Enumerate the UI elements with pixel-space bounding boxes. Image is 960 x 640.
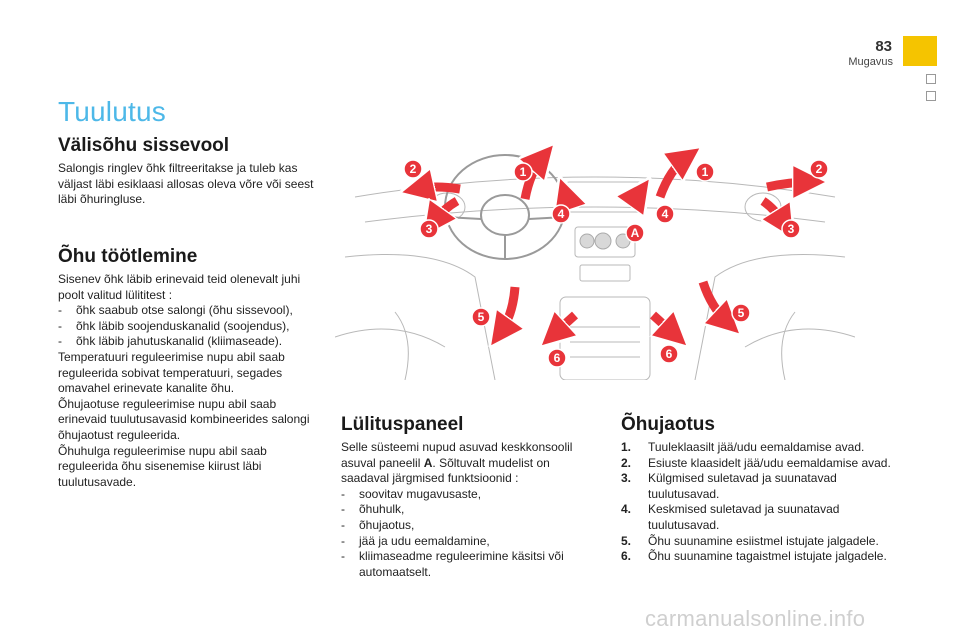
heading-control-panel: Lülituspaneel	[341, 414, 464, 435]
item-number: 1.	[621, 440, 632, 454]
item-text: Tuuleklaasilt jää/udu eemaldamise avad.	[648, 440, 865, 454]
marker-label: 3	[788, 222, 795, 236]
item-number: 5.	[621, 533, 632, 548]
air-distribution-text: 1. Tuuleklaasilt jää/udu eemaldamise avad…	[621, 440, 891, 565]
marker-4-right: 4	[655, 204, 675, 224]
air-treatment-text: Sisenev õhk läbib erinevaid teid oleneva…	[58, 272, 324, 490]
item-text: Külgmised suletavad ja suunatavad tuulut…	[648, 471, 837, 501]
intro-text-cont: . Sõltuvalt mudelist on saadaval järgmis…	[341, 455, 550, 486]
marker-label: 5	[478, 310, 485, 324]
steering-wheel	[444, 154, 566, 260]
intro-text: Selle süsteemi nupud asuvad keskkonsooli…	[341, 440, 573, 470]
air-distribution-list: 1. Tuuleklaasilt jää/udu eemaldamise avad…	[621, 440, 891, 565]
item-text: Esiuste klaasidelt jää/udu eemaldamise a…	[648, 455, 891, 470]
marker-1-left: 1	[513, 162, 533, 182]
heading-outside-air: Välisõhu sissevool	[58, 135, 230, 156]
marker-label: 6	[554, 351, 561, 365]
list-item: soovitav mugavusaste,	[341, 487, 591, 503]
list-item: õhujaotus,	[341, 518, 591, 534]
item-text: Õhu suunamine esiistmel istujate jalgade…	[648, 533, 879, 548]
item-number: 4.	[621, 502, 632, 517]
heading-air-distribution: Õhujaotus	[621, 414, 715, 435]
marker-5-left: 5	[471, 307, 491, 327]
marker-a: A	[625, 223, 645, 243]
list-item: õhk läbib soojenduskanalid (soojendus),	[58, 319, 324, 335]
airflow-paragraph: Õhuhulga reguleerimise nupu abil saab re…	[58, 443, 267, 489]
section-tab	[903, 36, 937, 66]
marker-label: 3	[426, 222, 433, 236]
illustration-markers: 1 1 2 2 3 3 4 4 5 5 6 6 A	[403, 159, 829, 368]
watermark: carmanualsonline.info	[645, 606, 866, 631]
marker-label: 2	[816, 162, 823, 176]
list-item: õhuhulk,	[341, 502, 591, 518]
air-treatment-list: õhk saabub otse salongi (õhu sissevool),…	[58, 303, 324, 350]
marker-4-left: 4	[551, 204, 571, 224]
list-item: 4. Keskmised suletavad ja suunatavad tuul…	[621, 502, 891, 533]
marker-6-left: 6	[547, 348, 567, 368]
section-tab-box-1	[926, 74, 936, 84]
outside-air-paragraph: Salongis ringlev õhk filtreeritakse ja t…	[58, 161, 314, 207]
marker-3-right: 3	[781, 219, 801, 239]
marker-2-left: 2	[403, 159, 423, 179]
item-number: 6.	[621, 549, 632, 564]
marker-label: 1	[520, 165, 527, 179]
control-panel-list: soovitav mugavusaste, õhuhulk, õhujaotus…	[341, 487, 591, 581]
marker-label: 5	[738, 306, 745, 320]
temperature-paragraph: Temperatuuri reguleerimise nupu abil saa…	[58, 349, 285, 396]
list-item: jää ja udu eemaldamine,	[341, 534, 591, 550]
page-number: 83	[875, 38, 892, 55]
marker-3-left: 3	[419, 219, 439, 239]
list-item: õhk läbib jahutuskanalid (kliimaseade).	[58, 334, 324, 350]
item-number: 3.	[621, 471, 632, 486]
marker-label: 4	[662, 207, 669, 221]
dashboard-ventilation-illustration: 1 1 2 2 3 3 4 4 5 5 6 6 A	[335, 137, 855, 380]
marker-label: 6	[666, 347, 673, 361]
marker-1-right: 1	[695, 162, 715, 182]
page-title: Tuulutus	[58, 96, 166, 127]
list-item: 1. Tuuleklaasilt jää/udu eemaldamise avad…	[621, 440, 891, 456]
control-panel-intro: Selle süsteemi nupud asuvad keskkonsooli…	[341, 440, 591, 487]
list-item: 5. Õhu suunamine esiistmel istujate jalga…	[621, 534, 891, 550]
marker-5-right: 5	[731, 303, 751, 323]
air-treatment-intro: Sisenev õhk läbib erinevaid teid oleneva…	[58, 272, 301, 302]
list-item: 3. Külgmised suletavad ja suunatavad tuul…	[621, 471, 891, 502]
marker-label: 1	[702, 165, 709, 179]
list-item: õhk saabub otse salongi (õhu sissevool),	[58, 303, 324, 319]
list-item: 2. Esiuste klaasidelt jää/udu eemaldamise…	[621, 456, 891, 472]
section-tab-box-2	[926, 91, 936, 101]
distribution-paragraph: Õhujaotuse reguleerimise nupu abil saab …	[58, 396, 310, 442]
heading-air-treatment: Õhu töötlemine	[58, 246, 198, 267]
outside-air-text: Salongis ringlev õhk filtreeritakse ja t…	[58, 161, 320, 208]
list-item: 6. Õhu suunamine tagaistmel istujate jalg…	[621, 549, 891, 565]
marker-label: 4	[558, 207, 565, 221]
item-number: 2.	[621, 455, 632, 470]
panel-a-label: A	[423, 455, 433, 470]
item-text: Keskmised suletavad ja suunatavad tuulut…	[648, 502, 840, 532]
control-panel-text: Selle süsteemi nupud asuvad keskkonsooli…	[341, 440, 591, 580]
marker-label: 2	[410, 162, 417, 176]
section-label: Mugavus	[848, 56, 893, 68]
marker-2-right: 2	[809, 159, 829, 179]
marker-label: A	[631, 226, 640, 240]
item-text: Õhu suunamine tagaistmel istujate jalgad…	[648, 549, 887, 564]
list-item: kliimaseadme reguleerimine käsitsi või a…	[341, 549, 591, 580]
marker-6-right: 6	[659, 344, 679, 364]
